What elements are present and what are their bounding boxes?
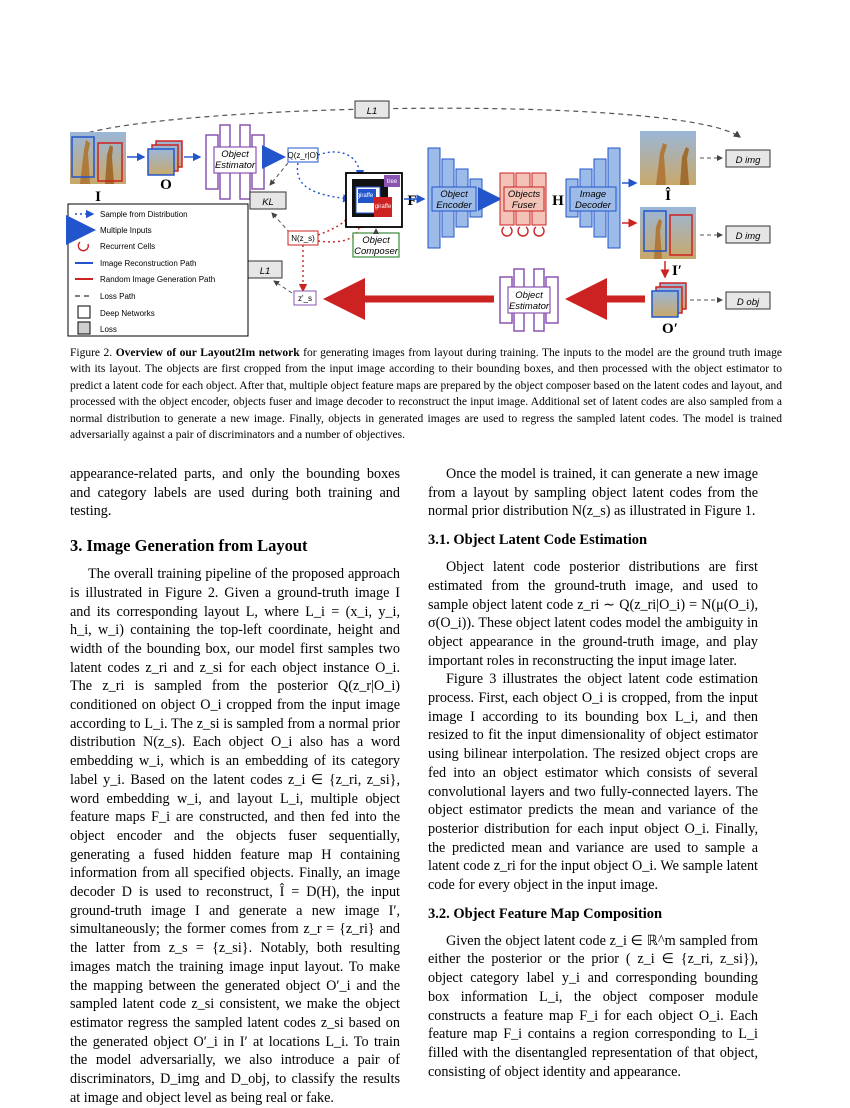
l1-left-label: L1 bbox=[260, 266, 271, 277]
left-column: appearance-related parts, and only the b… bbox=[70, 465, 400, 1108]
d-img-label-1: D img bbox=[736, 155, 762, 166]
reconstructed-image bbox=[640, 131, 696, 185]
fuser-line2: Fuser bbox=[512, 200, 537, 211]
legend-label-0: Sample from Distribution bbox=[100, 210, 188, 219]
legend-label-1: Multiple Inputs bbox=[100, 226, 152, 235]
section-3-title: 3. Image Generation from Layout bbox=[70, 536, 308, 556]
figure-legend: Sample from Distribution Multiple Inputs… bbox=[66, 203, 249, 337]
subsection-3-1-para-1: Object latent code posterior distributio… bbox=[428, 559, 758, 669]
z-prime-label: z'_s bbox=[298, 294, 312, 303]
subsection-3-1-para-2: Figure 3 illustrates the object latent c… bbox=[428, 671, 758, 894]
feature-map-stack: giraffe giraffe tree bbox=[345, 172, 403, 228]
composer-line1: Object bbox=[362, 235, 390, 246]
architecture-figure: L1 I O Object Estimator Q(z_r|O) KL N(z_… bbox=[66, 100, 771, 337]
legend-label-6: Deep Networks bbox=[100, 309, 155, 318]
label-I-hat: Î bbox=[665, 187, 671, 204]
d-img-label-2: D img bbox=[736, 231, 762, 242]
decoder-line1: Image bbox=[580, 189, 606, 200]
caption-lead: Overview of our Layout2Im network bbox=[115, 347, 300, 359]
d-obj-box bbox=[725, 291, 771, 310]
label-F: F bbox=[407, 193, 416, 209]
caption-prefix: Figure 2. bbox=[70, 347, 113, 359]
object-estimator-bottom: Object Estimator bbox=[499, 268, 559, 332]
image-decoder: Image Decoder bbox=[565, 147, 621, 249]
legend-label-3: Image Reconstruction Path bbox=[100, 259, 197, 268]
fuser-line1: Objects bbox=[508, 189, 540, 200]
label-O-prime: O′ bbox=[662, 321, 678, 337]
label-I-prime: I′ bbox=[672, 263, 682, 279]
encoder-line2: Encoder bbox=[436, 200, 472, 211]
kl-label: KL bbox=[262, 197, 274, 208]
legend-label-4: Random Image Generation Path bbox=[100, 275, 215, 284]
object-composer-box bbox=[352, 232, 400, 258]
legend-label-7: Loss bbox=[100, 325, 117, 334]
estimator-bottom-line1: Object bbox=[515, 290, 543, 301]
d-img-box-1 bbox=[725, 149, 771, 168]
section-3-paragraph: The overall training pipeline of the pro… bbox=[70, 566, 400, 1106]
left-intro: appearance-related parts, and only the b… bbox=[70, 466, 400, 520]
crop-giraffe-2: giraffe bbox=[375, 204, 392, 210]
n-prior-label: N(z_s) bbox=[291, 234, 315, 243]
decoder-line2: Decoder bbox=[575, 200, 612, 211]
d-img-box-2 bbox=[725, 225, 771, 244]
label-H: H bbox=[552, 193, 564, 209]
label-O: O bbox=[160, 177, 172, 193]
right-column: Once the model is trained, it can genera… bbox=[428, 465, 758, 1081]
crop-giraffe-1: giraffe bbox=[357, 193, 374, 199]
l1-loss-top-box bbox=[354, 100, 390, 119]
input-image bbox=[70, 132, 126, 184]
subsection-3-2-title: 3.2. Object Feature Map Composition bbox=[428, 905, 663, 922]
l1-top-label: L1 bbox=[367, 106, 378, 117]
d-obj-label: D obj bbox=[737, 297, 760, 308]
legend-label-2: Recurrent Cells bbox=[100, 242, 155, 251]
kl-loss-box bbox=[249, 191, 287, 210]
subsection-3-1-title: 3.1. Object Latent Code Estimation bbox=[428, 532, 648, 549]
objects-fuser: Objects Fuser bbox=[499, 172, 547, 237]
estimator-bottom-line2: Estimator bbox=[509, 301, 550, 312]
estimator-top-line2: Estimator bbox=[215, 160, 256, 171]
encoder-line1: Object bbox=[440, 189, 468, 200]
legend-label-5: Loss Path bbox=[100, 292, 136, 301]
object-encoder: Object Encoder bbox=[427, 147, 483, 249]
generated-object-crops bbox=[651, 282, 687, 318]
object-estimator-top: Object Estimator bbox=[205, 124, 265, 200]
figure-caption: Figure 2. Overview of our Layout2Im netw… bbox=[70, 345, 782, 443]
composer-line2: Composer bbox=[354, 246, 399, 257]
generated-image bbox=[640, 207, 696, 259]
crop-tree: tree bbox=[387, 179, 398, 185]
estimator-top-line1: Object bbox=[221, 149, 249, 160]
label-I: I bbox=[95, 189, 101, 205]
caption-text: for generating images from layout during… bbox=[70, 347, 783, 442]
right-intro: Once the model is trained, it can genera… bbox=[428, 466, 758, 520]
object-crops bbox=[147, 140, 183, 176]
subsection-3-2-para-1: Given the object latent code z_i ∈ ℝ^m s… bbox=[428, 932, 758, 1080]
q-posterior-label: Q(z_r|O) bbox=[288, 151, 319, 160]
